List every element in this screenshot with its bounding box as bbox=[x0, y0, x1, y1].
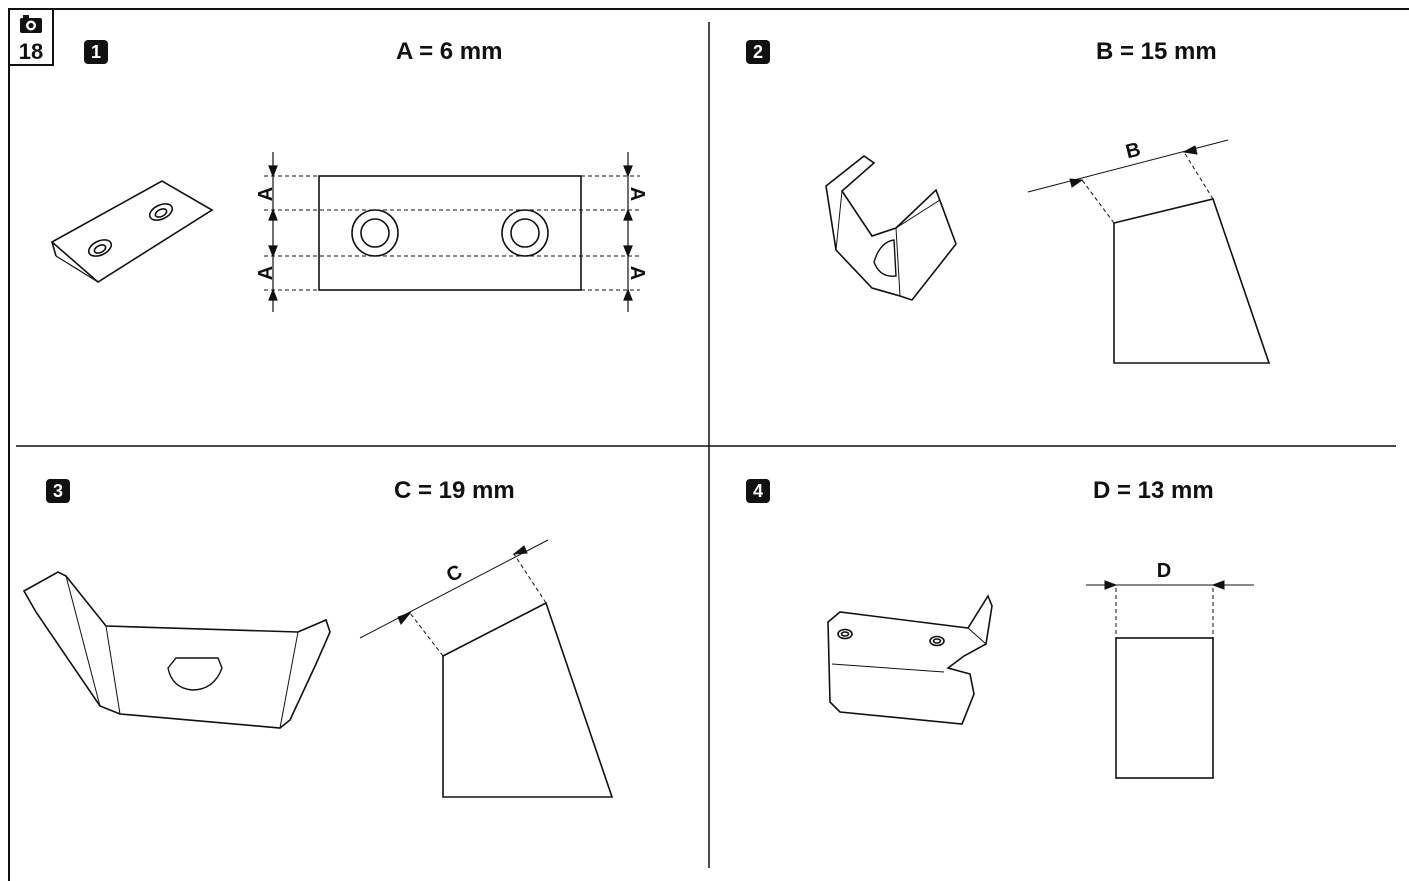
camera-icon bbox=[20, 15, 42, 33]
figure-number: 18 bbox=[18, 39, 44, 64]
panel-2-dimension: B bbox=[1027, 139, 1229, 224]
dimension-label-a: A = 6 mm bbox=[396, 38, 503, 65]
dimension-label-b: B = 15 mm bbox=[1096, 38, 1217, 65]
step-badge-1: 1 bbox=[84, 40, 108, 64]
dimension-label-c: C = 19 mm bbox=[394, 477, 515, 504]
dim-letter-b: B bbox=[1124, 139, 1143, 164]
dim-letter-a-right-top: A bbox=[626, 187, 648, 201]
panel-4-dimension: D bbox=[1086, 560, 1254, 590]
panel-1-dimension-arrows bbox=[268, 152, 633, 312]
dim-letter-a-left-top: A bbox=[255, 187, 277, 201]
panel-3-profile bbox=[442, 601, 614, 798]
panel-1-dimension-letters: A A A A bbox=[255, 187, 648, 280]
panel-3-iso-bracket bbox=[22, 571, 331, 729]
dim-letter-a-left-bottom: A bbox=[255, 266, 277, 280]
panel-2-profile bbox=[1113, 198, 1271, 364]
panel-2-iso-bracket bbox=[825, 155, 957, 301]
step-badge-4: 4 bbox=[746, 479, 770, 503]
figure-number-box: 18 bbox=[8, 8, 54, 66]
panel-4-iso-bracket bbox=[827, 594, 993, 725]
panel-1-iso-plate bbox=[50, 180, 214, 283]
dim-letter-d: D bbox=[1157, 560, 1171, 582]
dim-letter-a-right-bottom: A bbox=[626, 266, 648, 280]
step-badge-3: 3 bbox=[46, 479, 70, 503]
panel-4-profile bbox=[1115, 588, 1214, 779]
panel-1-plate-drawing bbox=[318, 175, 582, 291]
step-badge-2: 2 bbox=[746, 40, 770, 64]
dim-letter-c: C bbox=[443, 561, 466, 587]
panel-3-dimension: C bbox=[359, 539, 549, 657]
dimension-label-d: D = 13 mm bbox=[1093, 477, 1214, 504]
